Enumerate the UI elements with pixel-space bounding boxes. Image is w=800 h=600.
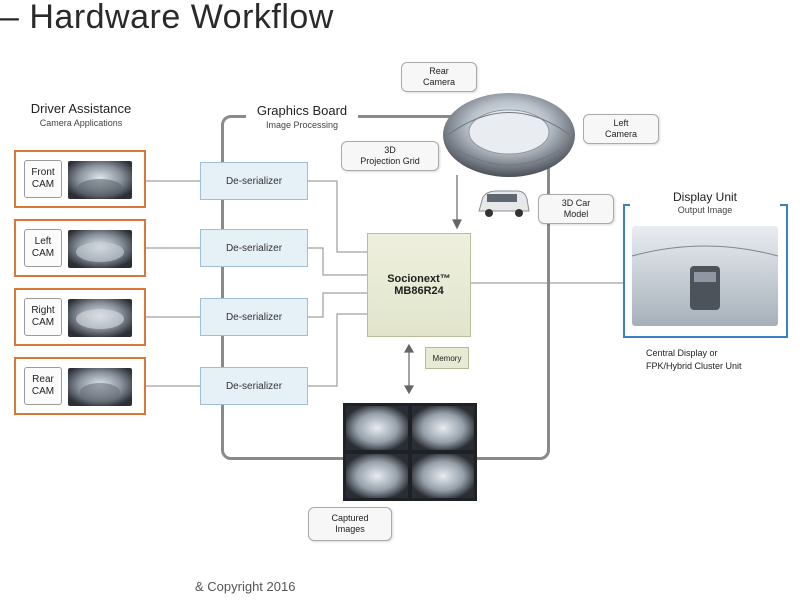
- callout-line2: Model: [563, 209, 589, 219]
- driver-assistance-title: Driver Assistance: [30, 101, 132, 116]
- camera-label: Left CAM: [24, 229, 62, 267]
- callout-line2: Camera: [422, 77, 455, 87]
- callout-projection-grid: 3D Projection Grid: [341, 141, 439, 171]
- camera-label-line1: Rear: [32, 374, 54, 385]
- display-unit-title: Display Unit: [672, 190, 738, 204]
- captured-images-grid: [343, 403, 477, 501]
- display-output-image: [632, 226, 778, 326]
- callout-left-camera: Left Camera: [583, 114, 659, 144]
- camera-label-line2: CAM: [31, 386, 55, 397]
- display-unit-subtitle: Output Image: [677, 205, 733, 215]
- display-note-line2: FPK/Hybrid Cluster Unit: [646, 361, 742, 371]
- graphics-board-title: Graphics Board: [256, 103, 348, 118]
- deserializer-block: De-serializer: [200, 162, 308, 200]
- callout-rear-camera: Rear Camera: [401, 62, 477, 92]
- callout-line2: Images: [335, 524, 365, 534]
- copyright-text: & Copyright 2016: [195, 579, 296, 594]
- camera-thumbnail: [68, 230, 132, 268]
- callout-line1: Left: [613, 118, 629, 128]
- car-model-image: [478, 190, 530, 217]
- deserializer-block: De-serializer: [200, 367, 308, 405]
- soc-model: MB86R24: [394, 285, 444, 297]
- camera-label-line1: Right: [31, 305, 55, 316]
- camera-thumbnail: [68, 299, 132, 337]
- camera-label-line2: CAM: [31, 248, 55, 259]
- camera-box-front: Front CAM: [14, 150, 146, 208]
- callout-line1: 3D: [384, 145, 396, 155]
- soc-name: Socionext™: [387, 273, 451, 285]
- callout-car-model: 3D Car Model: [538, 194, 614, 224]
- camera-label: Front CAM: [24, 160, 62, 198]
- deserializer-block: De-serializer: [200, 229, 308, 267]
- deserializer-block: De-serializer: [200, 298, 308, 336]
- camera-label: Right CAM: [24, 298, 62, 336]
- camera-thumbnail: [68, 161, 132, 199]
- driver-assistance-header: Driver Assistance Camera Applications: [22, 101, 140, 128]
- camera-label-line1: Front: [31, 167, 55, 178]
- camera-label-line1: Left: [34, 236, 52, 247]
- projection-bowl-image: [443, 93, 575, 177]
- camera-label-line2: CAM: [31, 317, 55, 328]
- camera-label-line2: CAM: [31, 179, 55, 190]
- camera-box-rear: Rear CAM: [14, 357, 146, 415]
- callout-line2: Camera: [604, 129, 637, 139]
- callout-captured-images: Captured Images: [308, 507, 392, 541]
- callout-line1: Rear: [429, 66, 449, 76]
- camera-box-right: Right CAM: [14, 288, 146, 346]
- soc-chip: Socionext™ MB86R24: [367, 233, 471, 337]
- callout-line1: 3D Car: [561, 198, 591, 208]
- graphics-board-header: Graphics Board Image Processing: [246, 103, 358, 130]
- callout-line1: Captured: [331, 513, 369, 523]
- memory-block: Memory: [425, 347, 469, 369]
- camera-box-left: Left CAM: [14, 219, 146, 277]
- display-note-line1: Central Display or: [646, 348, 718, 358]
- page-title: – Hardware Workflow: [0, 0, 334, 36]
- display-note: Central Display or FPK/Hybrid Cluster Un…: [646, 347, 742, 373]
- display-unit-header: Display Unit Output Image: [630, 190, 780, 215]
- camera-thumbnail: [68, 368, 132, 406]
- callout-line2: Projection Grid: [360, 156, 420, 166]
- graphics-board-subtitle: Image Processing: [265, 120, 339, 130]
- driver-assistance-subtitle: Camera Applications: [39, 118, 123, 128]
- camera-label: Rear CAM: [24, 367, 62, 405]
